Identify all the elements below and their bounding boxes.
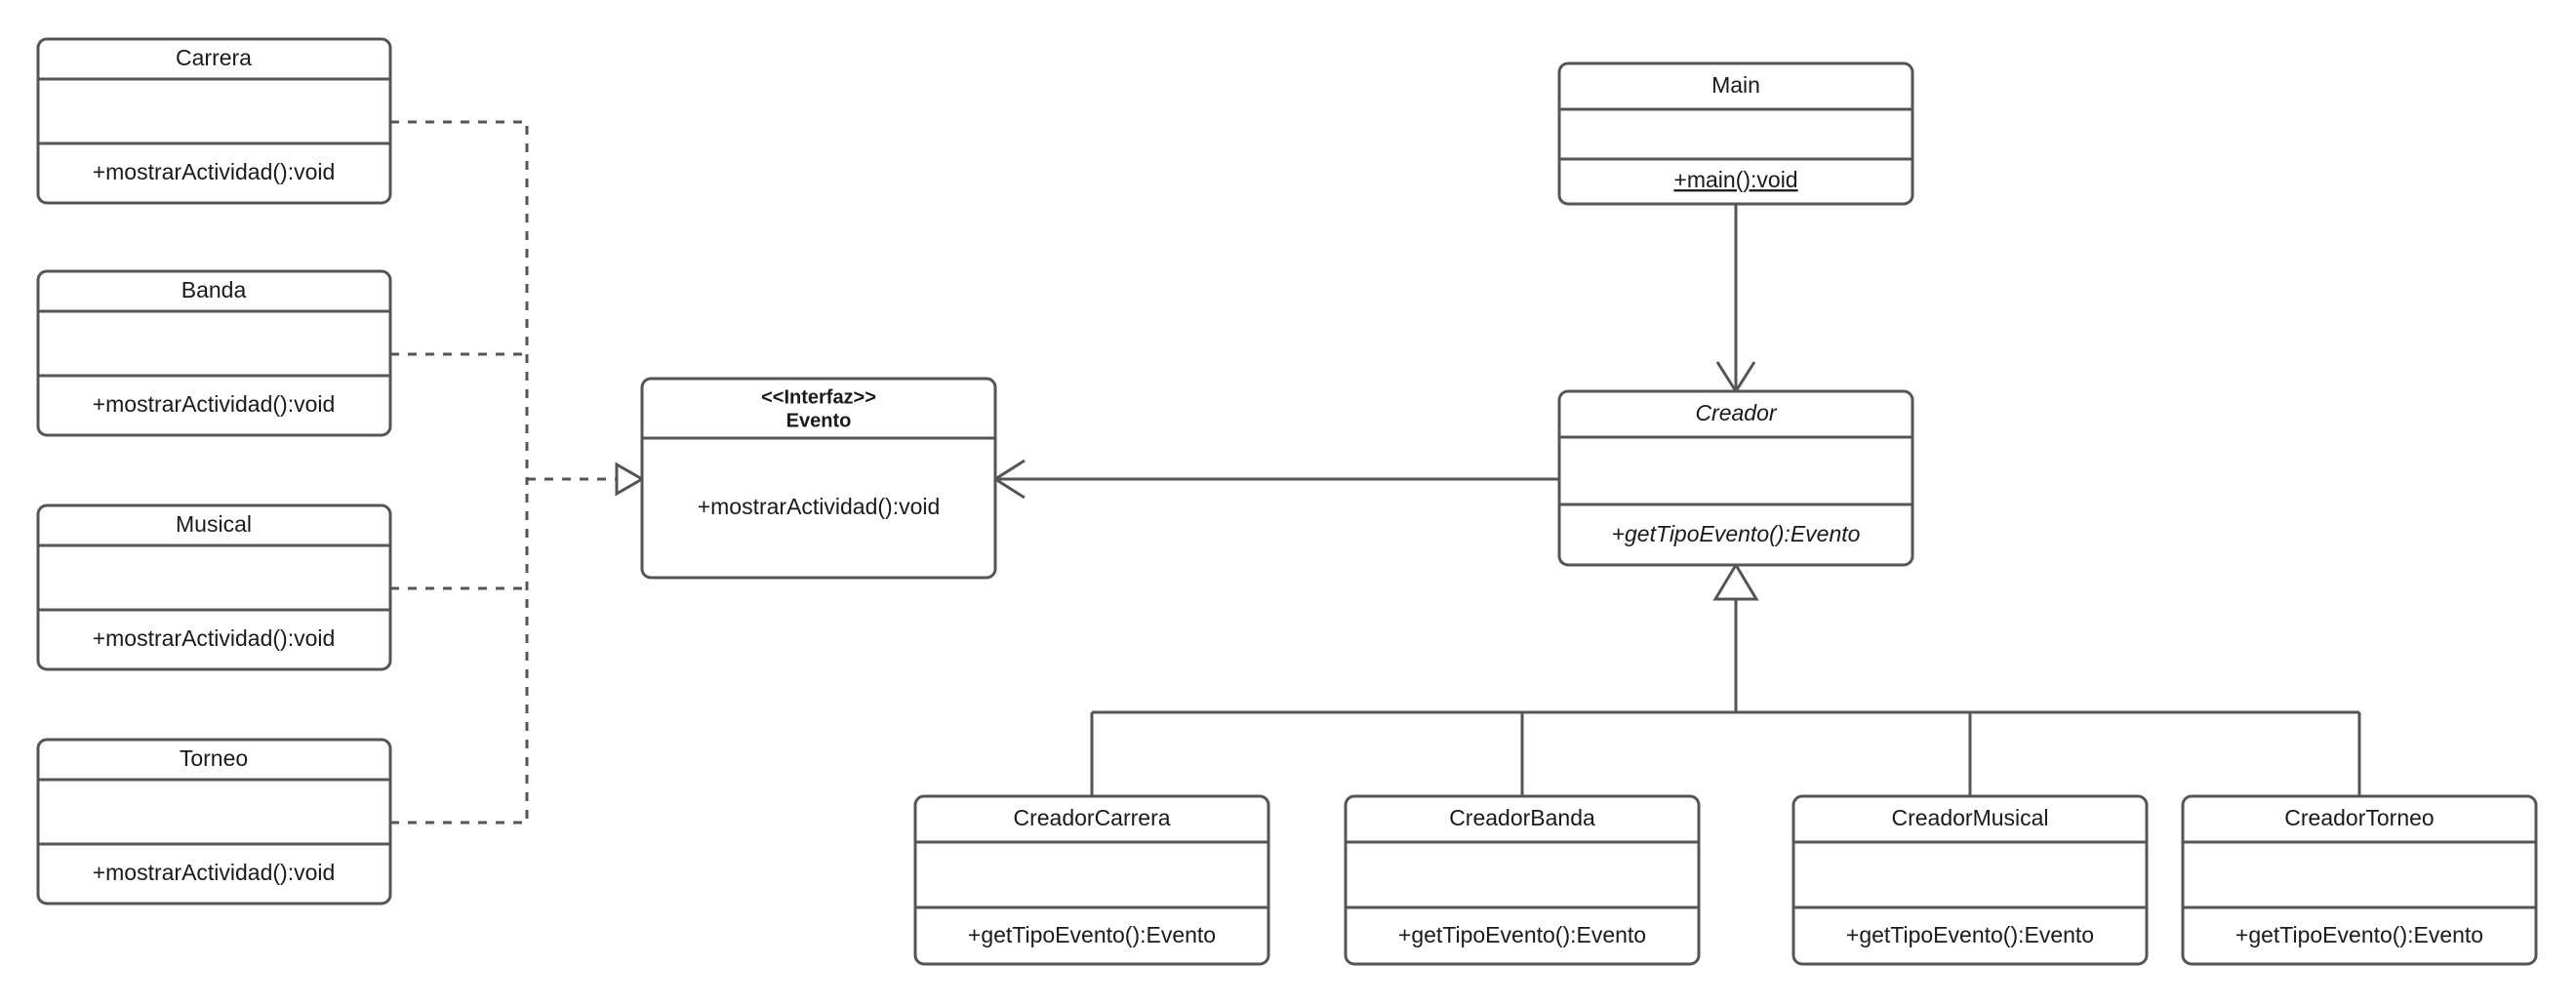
class-box-creadortorneo[interactable]: CreadorTorneo +getTipoEvento():Evento [2181, 794, 2538, 966]
class-box-creador[interactable]: Creador +getTipoEvento():Evento [1557, 389, 1914, 567]
class-method-label: +mostrarActividad():void [93, 391, 336, 417]
class-method-label: +getTipoEvento():Evento [1612, 521, 1861, 546]
class-box-outline [1791, 794, 2149, 966]
class-name-label: CreadorBanda [1449, 805, 1595, 830]
edge-line [390, 479, 529, 825]
class-box-creadorcarrera[interactable]: CreadorCarrera +getTipoEvento():Evento [913, 794, 1270, 966]
class-box-torneo[interactable]: Torneo +mostrarActividad():void [36, 738, 392, 905]
class-name-label: Musical [176, 511, 252, 537]
class-method-label: +getTipoEvento():Evento [968, 922, 1216, 947]
class-name-label: Banda [181, 277, 247, 302]
edge-carrera-to-evento[interactable] [390, 120, 529, 479]
class-box-evento[interactable]: <<Interfaz>> Evento +mostrarActividad():… [640, 377, 997, 580]
class-box-musical[interactable]: Musical +mostrarActividad():void [36, 503, 392, 671]
class-box-main[interactable]: Main +main():void [1557, 61, 1914, 206]
class-stereotype-label: <<Interfaz>> [761, 386, 876, 408]
class-name-label: Main [1711, 72, 1760, 98]
class-name-label: CreadorMusical [1891, 805, 2048, 830]
edge-torneo-to-evento[interactable] [390, 479, 529, 825]
class-name-label: Carrera [176, 45, 252, 70]
class-method-label: +mostrarActividad():void [93, 625, 336, 651]
class-box-outline [2181, 794, 2538, 966]
class-name-label: CreadorTorneo [2284, 805, 2434, 830]
hollow-triangle-arrowhead-icon [615, 462, 646, 497]
class-box-outline [640, 377, 997, 580]
class-method-label: +getTipoEvento():Evento [1846, 922, 2094, 947]
class-method-label: +main():void [1673, 167, 1797, 192]
class-method-label: +getTipoEvento():Evento [2235, 922, 2483, 947]
edge-generalization-tree[interactable] [1090, 562, 2361, 796]
class-box-outline [913, 794, 1270, 966]
class-box-carrera[interactable]: Carrera +mostrarActividad():void [36, 37, 392, 205]
edge-realization-into-evento[interactable] [527, 462, 646, 497]
class-name-label: CreadorCarrera [1013, 805, 1170, 830]
class-box-outline [1344, 794, 1701, 966]
class-name-label: Torneo [180, 745, 248, 771]
class-method-label: +mostrarActividad():void [93, 159, 336, 184]
edge-line [390, 120, 529, 479]
edge-main-to-creador[interactable] [1715, 204, 1756, 394]
class-box-creadorbanda[interactable]: CreadorBanda +getTipoEvento():Evento [1344, 794, 1701, 966]
class-box-banda[interactable]: Banda +mostrarActividad():void [36, 269, 392, 437]
edges-layer [390, 120, 2361, 825]
class-name-label: Evento [786, 410, 852, 431]
class-box-outline [1557, 389, 1914, 567]
class-name-label: Creador [1695, 400, 1777, 425]
hollow-triangle-arrowhead-icon [1712, 562, 1759, 601]
class-box-creadormusical[interactable]: CreadorMusical +getTipoEvento():Evento [1791, 794, 2149, 966]
class-method-label: +mostrarActividad():void [698, 494, 941, 519]
class-box-outline [1557, 61, 1914, 206]
edge-creador-to-evento[interactable] [992, 459, 1559, 500]
class-method-label: +mostrarActividad():void [93, 860, 336, 885]
class-method-label: +getTipoEvento():Evento [1398, 922, 1646, 947]
